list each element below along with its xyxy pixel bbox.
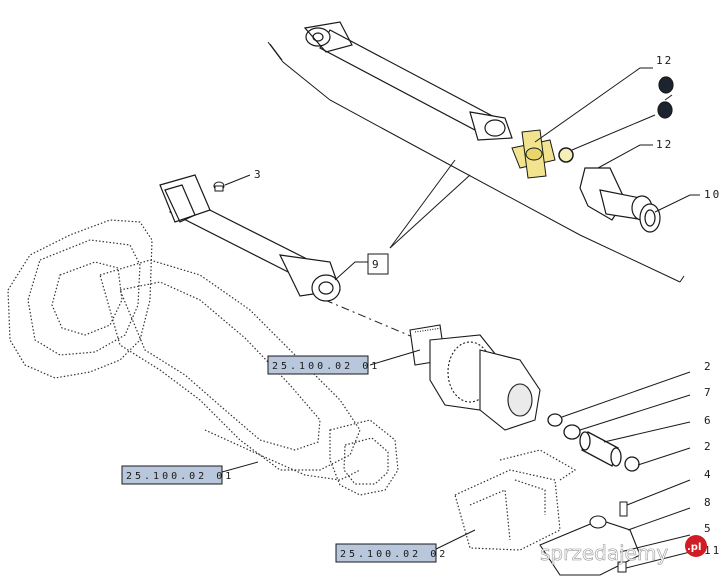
callout-2-upper: 2 [704,360,713,373]
upper-drive-shaft [303,21,513,141]
seal-set [547,413,640,472]
universal-joint-cross [511,129,556,179]
callout-3: 3 [254,168,263,181]
callout-11: 11 [704,544,721,557]
callout-labels: 12 12 10 3 9 2 7 6 2 4 8 5 11 [254,54,721,557]
reference-code-bracket: 25.100.02 02 [340,549,448,560]
callout-6: 6 [704,414,713,427]
lower-drive-shaft [159,174,341,302]
snap-ring [558,147,574,163]
callout-2-lower: 2 [704,440,713,453]
callout-8: 8 [704,496,713,509]
watermark-badge-icon [685,535,707,557]
bearing-caps [657,76,674,119]
pinion-assembly [409,324,541,431]
callout-12-top: 12 [656,54,673,67]
callout-5: 5 [704,522,713,535]
construction-lines [267,41,685,341]
reference-box-upper[interactable]: 25.100.02 01 [267,355,380,375]
reference-code-lower: 25.100.02 01 [126,471,234,482]
reference-box-lower[interactable]: 25.100.02 01 [121,465,234,485]
watermark-text: sprzedajemy [540,541,668,565]
callout-10: 10 [704,188,721,201]
watermark-badge: .pl [687,542,701,553]
callout-4: 4 [704,468,713,481]
callout-9-box [367,253,389,275]
watermark: sprzedajemy .pl [540,535,707,565]
mounting-bracket [454,449,577,551]
callout-7: 7 [704,386,713,399]
axle-housing [7,219,399,496]
reference-code-upper: 25.100.02 01 [272,361,380,372]
cap-bolts [617,501,628,573]
bearing-cap [539,515,641,576]
leader-lines [221,67,700,569]
callout-9: 9 [372,258,381,271]
seal-ring [639,203,661,233]
callout-12-mid: 12 [656,138,673,151]
reference-box-bracket[interactable]: 25.100.02 02 [335,543,448,563]
bolt [213,181,225,192]
